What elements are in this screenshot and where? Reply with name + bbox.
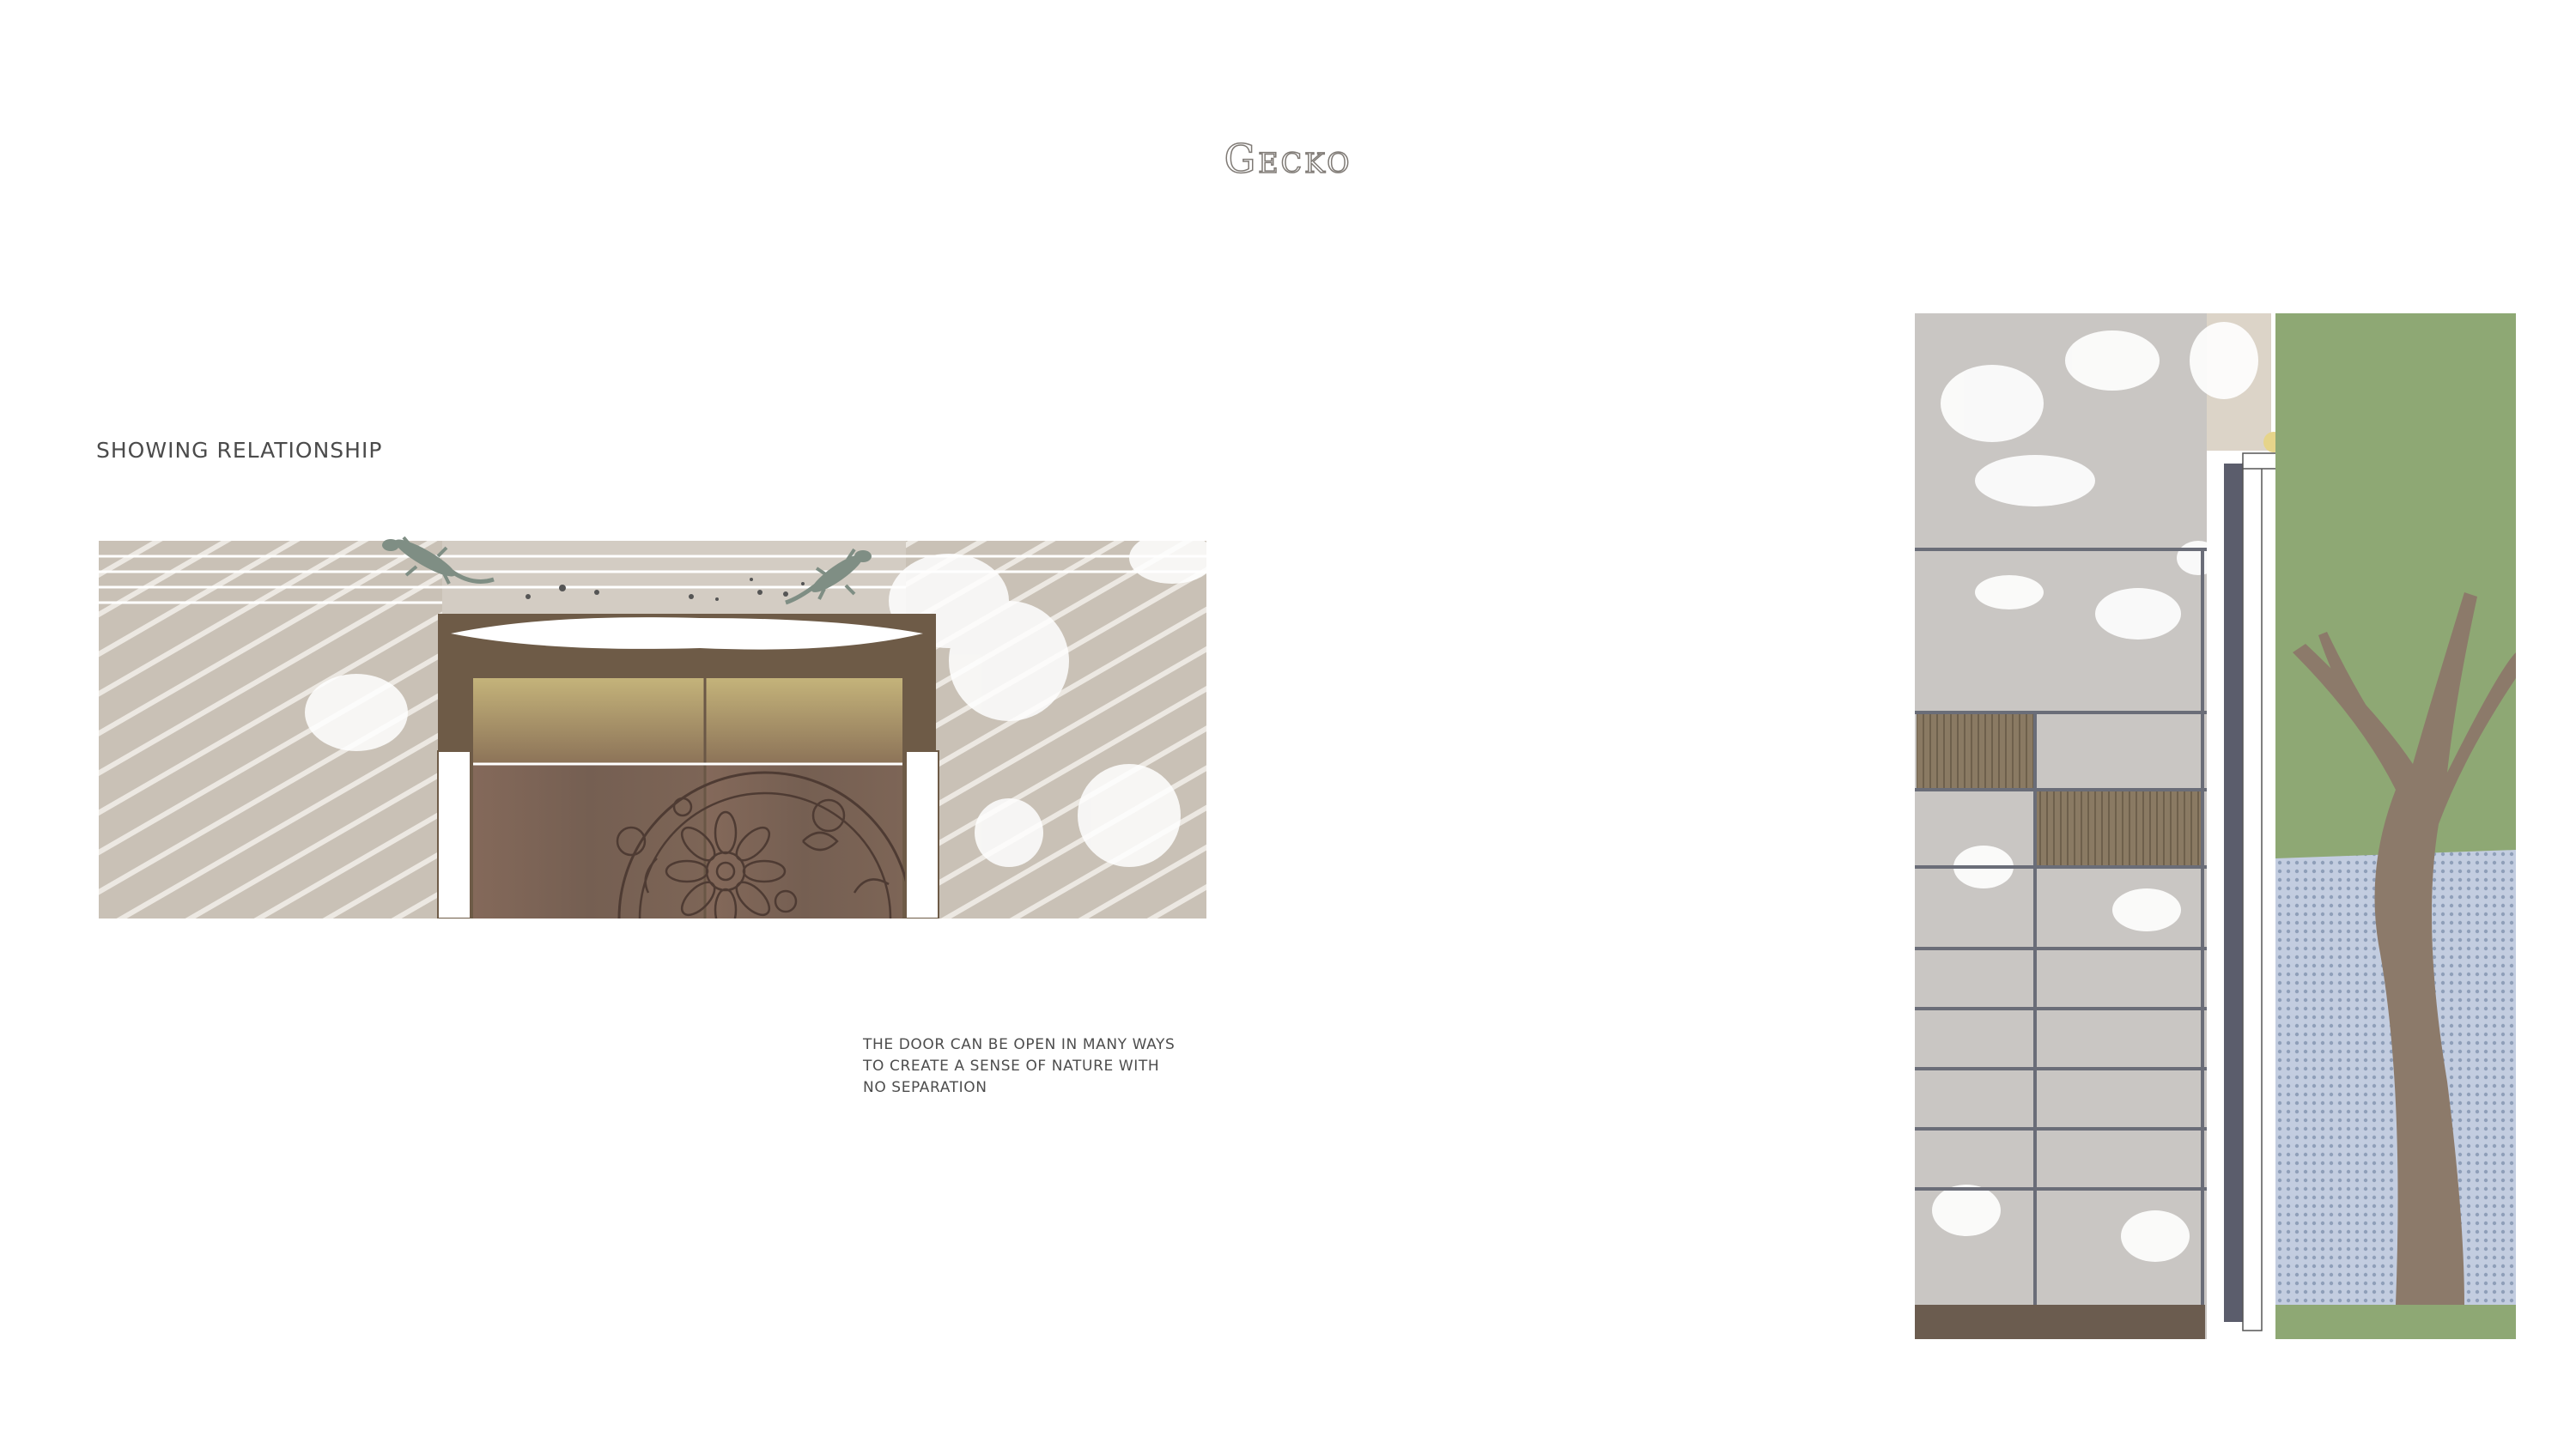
wall-section-drawing [1915, 313, 2516, 1339]
gecko-icon [785, 548, 872, 605]
door-caption: THE DOOR CAN BE OPEN IN MANY WAYS TO CRE… [863, 1034, 1224, 1099]
page-title: Gecko [1224, 135, 1352, 183]
section-heading: SHOWING RELATIONSHIP [96, 438, 383, 463]
door-elevation-drawing [99, 532, 1206, 919]
wood-tile [2037, 791, 2201, 865]
wood-tile [1917, 714, 2033, 788]
caption-line: THE DOOR CAN BE OPEN IN MANY WAYS [863, 1036, 1176, 1053]
wall-module-grid [1915, 548, 2207, 1339]
glass-transom [473, 678, 902, 764]
floral-rosette-icon [616, 771, 913, 919]
caption-line: NO SEPARATION [863, 1079, 987, 1096]
tree-illustration [2293, 592, 2516, 1305]
gecko-icon [382, 536, 495, 585]
caption-line: TO CREATE A SENSE OF NATURE WITH [863, 1058, 1160, 1075]
door-panel-left [473, 764, 705, 919]
